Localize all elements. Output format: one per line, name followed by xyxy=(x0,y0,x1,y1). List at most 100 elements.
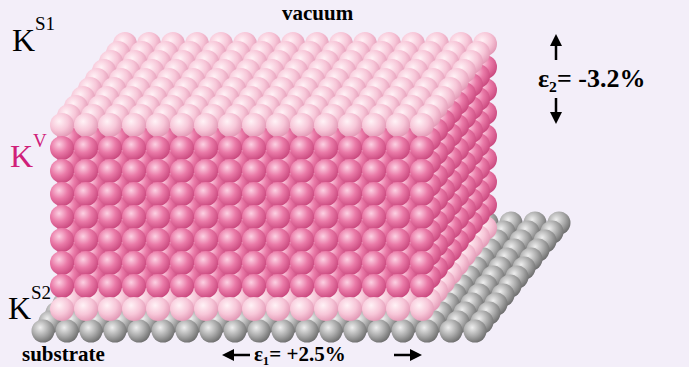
atom-sphere xyxy=(122,159,146,183)
atom-sphere xyxy=(410,205,434,229)
strain-arrows xyxy=(222,34,562,361)
atom-sphere xyxy=(314,228,338,252)
atom-sphere xyxy=(266,205,290,229)
atom-sphere xyxy=(194,159,218,183)
atom-sphere xyxy=(194,297,218,321)
atom-sphere xyxy=(338,205,362,229)
atom-sphere xyxy=(266,251,290,275)
atom-sphere xyxy=(410,182,434,206)
atom-sphere xyxy=(74,113,98,137)
atom-sphere xyxy=(290,136,314,160)
atom-sphere xyxy=(98,251,122,275)
atom-sphere xyxy=(272,320,295,343)
atom-sphere xyxy=(386,182,410,206)
atom-sphere xyxy=(170,113,194,137)
atom-sphere xyxy=(98,136,122,160)
atom-sphere xyxy=(266,228,290,252)
atom-sphere xyxy=(122,228,146,252)
atom-sphere xyxy=(146,113,170,137)
atom-sphere xyxy=(122,182,146,206)
atom-sphere xyxy=(386,136,410,160)
atom-sphere xyxy=(56,320,79,343)
atom-sphere xyxy=(194,136,218,160)
atom-sphere xyxy=(98,228,122,252)
atom-sphere xyxy=(368,320,391,343)
atom-sphere xyxy=(146,136,170,160)
atom-sphere xyxy=(362,251,386,275)
atom-sphere xyxy=(50,251,74,275)
atom-sphere xyxy=(314,274,338,298)
atom-sphere xyxy=(248,320,271,343)
atom-sphere xyxy=(314,205,338,229)
atom-sphere xyxy=(152,320,175,343)
atom-sphere xyxy=(218,182,242,206)
atom-sphere xyxy=(50,182,74,206)
layer-superscript: V xyxy=(33,131,47,150)
atom-sphere xyxy=(122,297,146,321)
atom-sphere xyxy=(50,297,74,321)
atom-sphere xyxy=(314,182,338,206)
atom-sphere xyxy=(98,205,122,229)
atom-sphere xyxy=(170,159,194,183)
atom-sphere xyxy=(386,274,410,298)
atom-sphere xyxy=(410,136,434,160)
atom-sphere xyxy=(290,251,314,275)
atom-sphere xyxy=(98,159,122,183)
atom-sphere xyxy=(386,205,410,229)
atom-sphere xyxy=(242,113,266,137)
atom-sphere xyxy=(290,182,314,206)
atom-sphere xyxy=(170,205,194,229)
atom-sphere xyxy=(80,320,103,343)
atom-sphere xyxy=(266,159,290,183)
atom-sphere xyxy=(122,113,146,137)
atom-sphere xyxy=(242,205,266,229)
atom-sphere xyxy=(74,228,98,252)
atom-sphere xyxy=(386,113,410,137)
strain-value: ε₂= -3.2% xyxy=(538,66,645,92)
atom-spheres xyxy=(32,32,571,343)
region-label: substrate xyxy=(22,344,105,365)
atom-sphere xyxy=(98,274,122,298)
atom-sphere xyxy=(386,228,410,252)
atom-sphere xyxy=(146,182,170,206)
atom-sphere xyxy=(122,251,146,275)
atom-sphere xyxy=(314,159,338,183)
atom-sphere xyxy=(416,320,439,343)
atom-sphere xyxy=(290,205,314,229)
atom-sphere xyxy=(386,159,410,183)
atom-sphere xyxy=(266,113,290,137)
atom-sphere xyxy=(242,297,266,321)
atom-sphere xyxy=(410,297,434,321)
atom-sphere xyxy=(314,251,338,275)
atom-sphere xyxy=(122,274,146,298)
atom-sphere xyxy=(170,228,194,252)
atom-sphere xyxy=(218,228,242,252)
atom-sphere xyxy=(122,136,146,160)
atom-sphere xyxy=(290,113,314,137)
atom-sphere xyxy=(338,113,362,137)
atom-sphere xyxy=(146,297,170,321)
atom-sphere xyxy=(50,159,74,183)
atom-sphere xyxy=(242,159,266,183)
atom-sphere xyxy=(32,320,55,343)
atom-sphere xyxy=(74,159,98,183)
atom-sphere xyxy=(314,136,338,160)
atom-sphere xyxy=(242,228,266,252)
atom-sphere xyxy=(194,251,218,275)
atom-sphere xyxy=(290,228,314,252)
atom-sphere xyxy=(290,159,314,183)
atom-sphere xyxy=(146,228,170,252)
atom-sphere xyxy=(440,320,463,343)
atom-sphere xyxy=(362,297,386,321)
atom-sphere xyxy=(410,159,434,183)
atom-sphere xyxy=(338,136,362,160)
atom-sphere xyxy=(362,228,386,252)
layer-symbol: K xyxy=(10,140,33,172)
atom-sphere xyxy=(290,297,314,321)
atom-sphere xyxy=(344,320,367,343)
atom-sphere xyxy=(74,274,98,298)
atom-sphere xyxy=(50,274,74,298)
atom-sphere xyxy=(50,136,74,160)
atom-sphere xyxy=(194,205,218,229)
atom-sphere xyxy=(218,297,242,321)
